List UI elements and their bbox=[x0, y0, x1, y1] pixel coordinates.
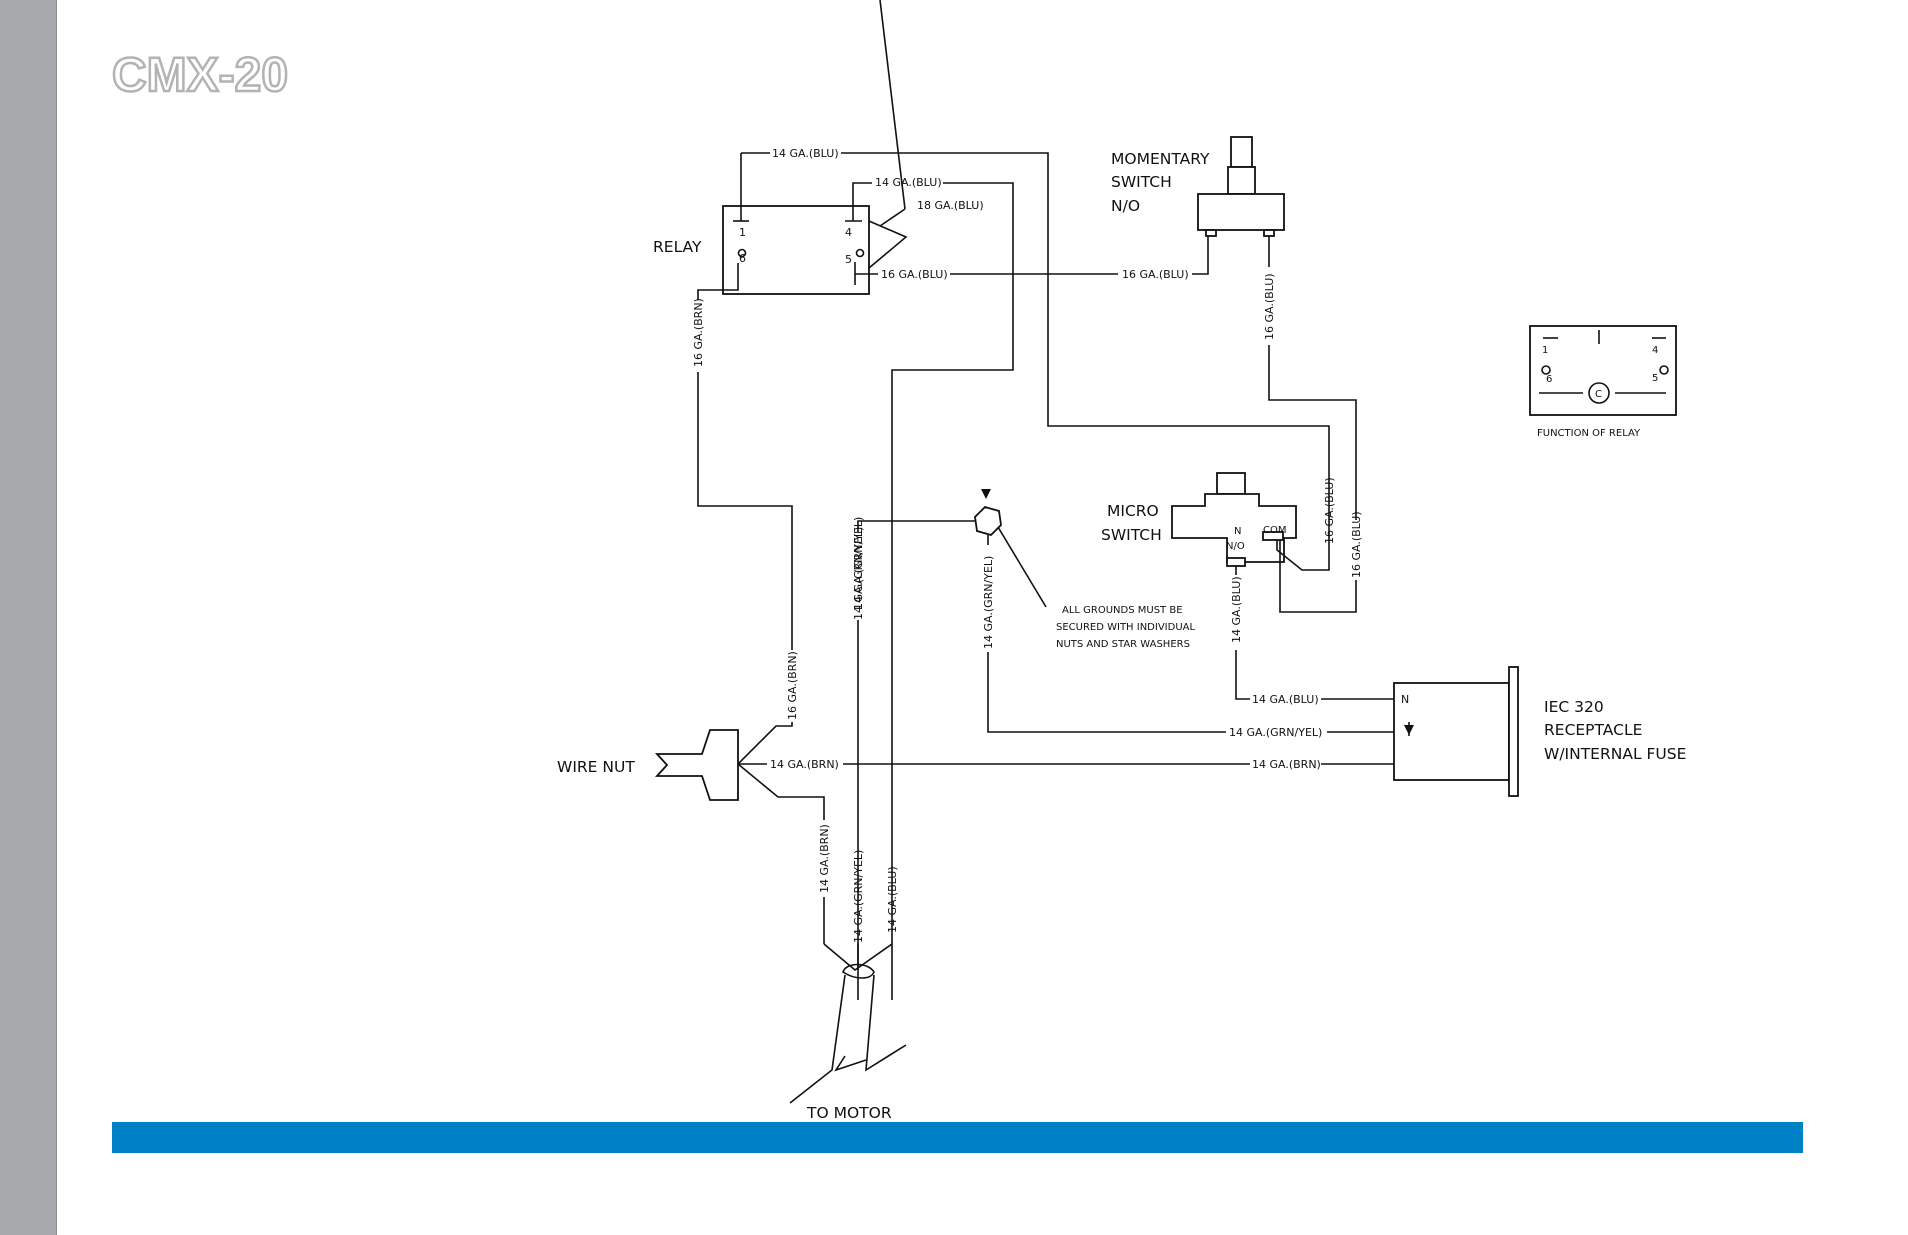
micro-terminal-com: COM bbox=[1263, 525, 1286, 536]
micro-switch-label: SWITCH bbox=[1101, 526, 1162, 544]
wire-label-vertical: 14 GA.(BRN) bbox=[818, 824, 831, 893]
wire-nut-label: WIRE NUT bbox=[557, 758, 635, 776]
wire-label: 16 GA.(BLU) bbox=[881, 268, 948, 281]
momentary-switch-label: SWITCH bbox=[1111, 173, 1172, 191]
wire-label-vertical: 16 GA.(BLU) bbox=[1350, 511, 1363, 578]
to-motor-label: TO MOTOR bbox=[806, 1104, 892, 1122]
wire-label-vertical: 16 GA.(BLU) bbox=[1263, 273, 1276, 340]
wire-label: 14 GA.(BRN) bbox=[770, 758, 839, 771]
momentary-switch-label: MOMENTARY bbox=[1111, 150, 1210, 168]
wire-label-vertical: 14 GA.(GRN/YEL) bbox=[982, 556, 995, 649]
relay-function-pin-5: 5 bbox=[1652, 373, 1658, 384]
relay-pin-6: 6 bbox=[739, 252, 746, 265]
wire-label: 18 GA.(BLU) bbox=[917, 199, 984, 212]
page-title: CMX-20 bbox=[111, 48, 290, 104]
relay: 1 4 6 5 RELAY bbox=[653, 153, 870, 295]
receptacle-label: W/INTERNAL FUSE bbox=[1544, 745, 1686, 763]
relay-function-title: FUNCTION OF RELAY bbox=[1537, 428, 1641, 439]
micro-terminal-no: N/O bbox=[1226, 541, 1245, 552]
relay-function-center: C bbox=[1595, 389, 1602, 400]
momentary-switch-label: N/O bbox=[1111, 197, 1140, 215]
wire-label-vertical: 14 GA.(GRN/YEL) bbox=[852, 527, 865, 620]
receptacle-pin-n: N bbox=[1401, 693, 1409, 706]
wire-label: 14 GA.(BLU) bbox=[772, 147, 839, 160]
micro-switch bbox=[1171, 472, 1297, 567]
footer-bar bbox=[112, 1122, 1803, 1153]
motor-cable bbox=[789, 943, 907, 1104]
wire-label: 16 GA.(BLU) bbox=[1122, 268, 1189, 281]
wire-label-vertical: 16 GA.(BLU) bbox=[1323, 477, 1336, 544]
relay-function-pin-1: 1 bbox=[1542, 345, 1548, 356]
micro-terminal-n: N bbox=[1234, 526, 1241, 537]
relay-pin-5: 5 bbox=[845, 253, 852, 266]
ground-note: ALL GROUNDS MUST BE bbox=[1062, 605, 1183, 616]
wire-label-vertical: 14 GA.(BLU) bbox=[886, 866, 899, 933]
wire-label-vertical: 14 GA.(BLU) bbox=[1230, 576, 1243, 643]
relay-pin-1: 1 bbox=[739, 226, 746, 239]
wire-label: 14 GA.(BLU) bbox=[875, 176, 942, 189]
wire-label-vertical: 14 GA.(GRN/YEL) bbox=[852, 850, 865, 943]
relay-function-pin-4: 4 bbox=[1652, 345, 1658, 356]
wire-label: 14 GA.(BRN) bbox=[1252, 758, 1321, 771]
wire-label-vertical: 14 GA.(GRN/YEL) bbox=[852, 517, 865, 610]
momentary-switch bbox=[1197, 136, 1285, 237]
relay-function-pin-6: 6 bbox=[1546, 374, 1552, 385]
wire-label: 14 GA.(GRN/YEL) bbox=[1229, 726, 1322, 739]
wire-label-vertical: 16 GA.(BRN) bbox=[786, 651, 799, 720]
left-sidebar bbox=[0, 0, 57, 1235]
receptacle-label: RECEPTACLE bbox=[1544, 721, 1642, 739]
ground-terminal bbox=[974, 489, 1002, 537]
receptacle-label: IEC 320 bbox=[1544, 698, 1604, 716]
ground-note: NUTS AND STAR WASHERS bbox=[1056, 639, 1190, 650]
wire-label: 14 GA.(BLU) bbox=[1252, 693, 1319, 706]
relay-function-diagram: 1 4 6 5 C bbox=[1529, 325, 1677, 416]
wire-nut bbox=[654, 729, 739, 801]
micro-switch-label: MICRO bbox=[1107, 502, 1159, 520]
ground-note: SECURED WITH INDIVIDUAL bbox=[1056, 622, 1195, 633]
wire-label-vertical: 16 GA.(BRN) bbox=[692, 298, 705, 367]
iec-320-receptacle bbox=[1393, 666, 1519, 797]
relay-label: RELAY bbox=[653, 238, 702, 256]
relay-pin-4: 4 bbox=[845, 226, 852, 239]
